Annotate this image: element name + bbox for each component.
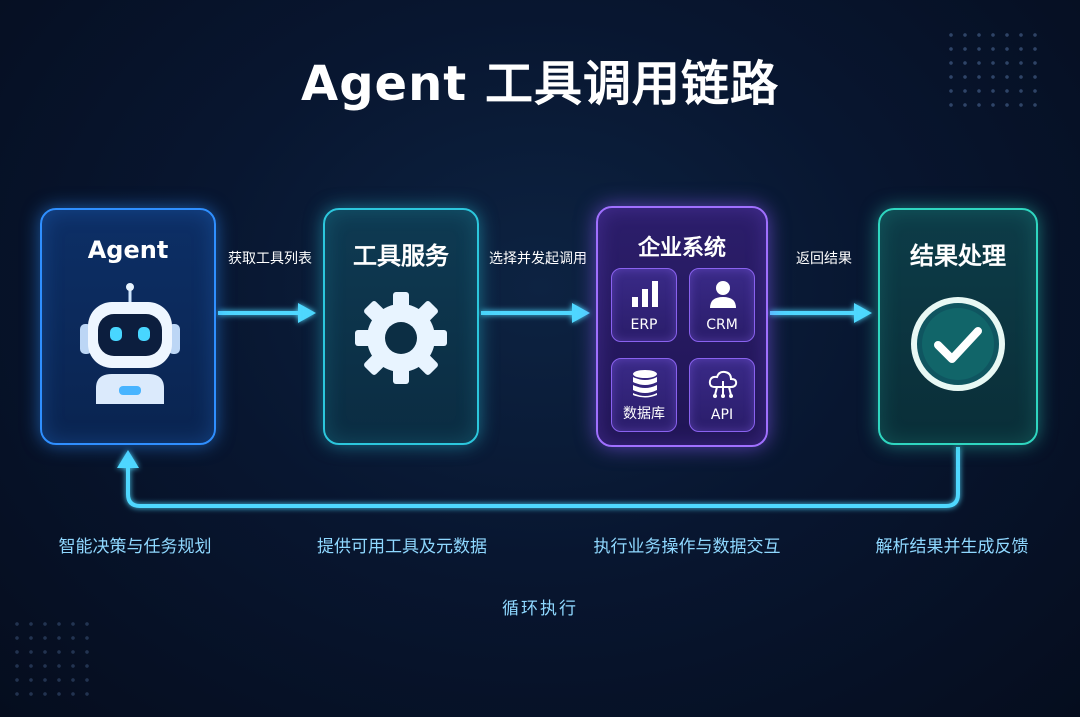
result-processing-card-title: 结果处理 <box>910 242 1006 270</box>
arrow-agent-to-tool <box>218 303 316 323</box>
agent-card-title: Agent <box>87 236 169 264</box>
api-tile: API <box>689 358 755 432</box>
tool-service-card: 工具服务 <box>323 208 479 445</box>
cloud-network-icon <box>708 370 738 398</box>
database-tile: 数据库 <box>611 358 677 432</box>
api-label: API <box>710 407 734 423</box>
arrow-enterprise-to-result <box>770 303 872 323</box>
robot-icon <box>80 283 180 404</box>
decorative-dot-grid <box>944 28 1044 114</box>
erp-tile: ERP <box>611 268 677 342</box>
crm-label: CRM <box>706 317 738 333</box>
enterprise-system-card: 企业系统 ERP CRM 数据库 <box>596 206 768 447</box>
erp-label: ERP <box>630 317 658 333</box>
agent-card: Agent <box>40 208 216 445</box>
database-icon <box>633 370 657 398</box>
arrow-tool-to-enterprise <box>481 303 590 323</box>
result-processing-card: 结果处理 <box>878 208 1038 445</box>
database-label: 数据库 <box>623 406 665 422</box>
page-title: Agent 工具调用链路 <box>301 56 779 112</box>
loop-label: 循环执行 <box>502 599 578 619</box>
decorative-dot-grid <box>10 617 90 697</box>
arrow-label-tool-to-enterprise: 选择并发起调用 <box>489 251 587 267</box>
tool-service-card-title: 工具服务 <box>353 242 449 270</box>
enterprise-system-card-title: 企业系统 <box>637 236 726 261</box>
tool-service-description: 提供可用工具及元数据 <box>317 537 487 557</box>
user-icon <box>710 281 736 308</box>
crm-tile: CRM <box>689 268 755 342</box>
check-circle-icon <box>911 297 1005 391</box>
gear-icon <box>355 292 447 384</box>
result-processing-description: 解析结果并生成反馈 <box>875 537 1029 557</box>
enterprise-system-description: 执行业务操作与数据交互 <box>593 537 781 557</box>
agent-description: 智能决策与任务规划 <box>58 537 212 557</box>
arrow-label-enterprise-to-result: 返回结果 <box>796 251 852 267</box>
loop-back-arrow <box>117 447 960 508</box>
bar-chart-icon <box>632 281 658 307</box>
arrow-label-agent-to-tool: 获取工具列表 <box>228 251 312 267</box>
